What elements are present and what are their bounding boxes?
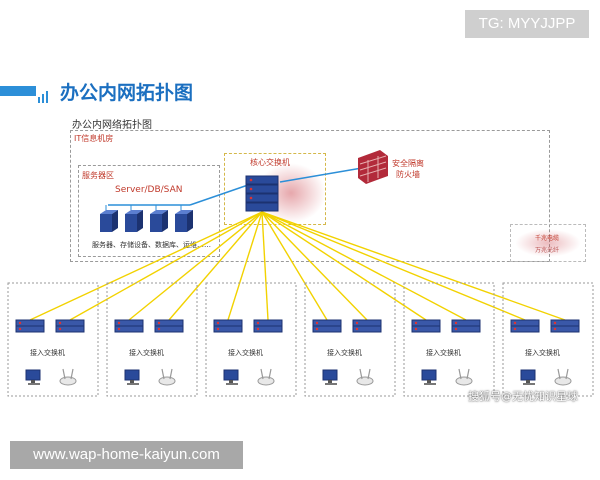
- wireless-ap-icon: [158, 368, 176, 386]
- access-switch-icon: [114, 319, 144, 333]
- page-title: 办公内网拓扑图: [60, 82, 194, 104]
- link-line: [227, 211, 263, 321]
- link-line: [261, 211, 526, 321]
- core-switch-icon: [245, 175, 279, 212]
- access-switch-icon: [411, 319, 441, 333]
- tg-badge: TG: MYYJJPP: [465, 10, 589, 38]
- computer-icon: [25, 369, 41, 385]
- server-desc-label: 服务器、存储设备、数据库、运维……: [92, 241, 211, 249]
- access-group-box: [403, 282, 495, 397]
- access-groups: [7, 282, 594, 397]
- access-switch-icon: [510, 319, 540, 333]
- access-group: [7, 282, 99, 397]
- computer-icon: [520, 369, 536, 385]
- access-group-box: [205, 282, 297, 397]
- link-line: [261, 211, 328, 321]
- firewall-label-1: 安全隔离: [392, 159, 424, 168]
- access-switch-icon: [15, 319, 45, 333]
- server-zone-box: [78, 165, 220, 257]
- access-group-box: [106, 282, 198, 397]
- computer-icon: [223, 369, 239, 385]
- machine-room-label: IT信息机房: [74, 134, 114, 143]
- server-icon: [150, 205, 168, 232]
- title-ticks: [38, 84, 52, 103]
- legend-line1: 千兆电缆: [535, 235, 560, 242]
- watermark: 搜狐号@无忧知识星球: [468, 390, 578, 403]
- core-to-firewall-line: [279, 167, 363, 183]
- link-line: [261, 211, 427, 321]
- diagram-subtitle: 办公内网络拓扑图: [72, 120, 152, 131]
- firewall-label-2: 防火墙: [396, 170, 420, 179]
- wireless-ap-icon: [257, 368, 275, 386]
- access-switch-label: 接入交换机: [228, 349, 263, 357]
- link-line: [261, 211, 467, 321]
- server-icon: [100, 205, 118, 232]
- access-switch-icon: [312, 319, 342, 333]
- link-line: [69, 211, 263, 321]
- link-line: [29, 211, 263, 321]
- access-switch-icon: [55, 319, 85, 333]
- legend-box: 千兆电缆 万兆光纤: [510, 224, 586, 262]
- access-group-box: [502, 282, 594, 397]
- link-line: [261, 211, 368, 321]
- computer-icon: [124, 369, 140, 385]
- access-switch-label: 接入交换机: [525, 349, 560, 357]
- link-line: [261, 211, 566, 321]
- access-switch-icon: [154, 319, 184, 333]
- access-switch-label: 接入交换机: [426, 349, 461, 357]
- access-group: [205, 282, 297, 397]
- firewall-icon: [358, 150, 388, 184]
- access-switch-icon: [213, 319, 243, 333]
- access-switch-icon: [451, 319, 481, 333]
- access-switch-icon: [352, 319, 382, 333]
- server-types-label: Server/DB/SAN: [115, 185, 183, 195]
- server-icon: [175, 205, 193, 232]
- access-switch-label: 接入交换机: [30, 349, 65, 357]
- computer-icon: [322, 369, 338, 385]
- access-switch-icon: [253, 319, 283, 333]
- link-line: [128, 211, 263, 321]
- access-group-box: [7, 282, 99, 397]
- access-switch-label: 接入交换机: [327, 349, 362, 357]
- access-group: [304, 282, 396, 397]
- legend-line2: 万兆光纤: [535, 247, 560, 254]
- computer-icon: [421, 369, 437, 385]
- access-group: [502, 282, 594, 397]
- server-icon: [125, 205, 143, 232]
- access-switch-icon: [550, 319, 580, 333]
- wireless-ap-icon: [554, 368, 572, 386]
- access-group: [403, 282, 495, 397]
- wireless-ap-icon: [455, 368, 473, 386]
- wireless-ap-icon: [356, 368, 374, 386]
- link-line: [261, 211, 269, 321]
- wireless-ap-icon: [59, 368, 77, 386]
- access-group-box: [304, 282, 396, 397]
- access-switch-label: 接入交换机: [129, 349, 164, 357]
- core-to-access-links: [29, 211, 566, 321]
- server-group: [100, 205, 193, 232]
- access-group: [106, 282, 198, 397]
- footer-badge: www.wap-home-kaiyun.com: [10, 441, 243, 469]
- core-switch-label: 核心交换机: [250, 158, 290, 167]
- title-accent-bar: [0, 86, 36, 96]
- server-zone-label: 服务器区: [82, 171, 114, 180]
- link-line: [168, 211, 263, 321]
- server-to-core-line: [189, 184, 249, 206]
